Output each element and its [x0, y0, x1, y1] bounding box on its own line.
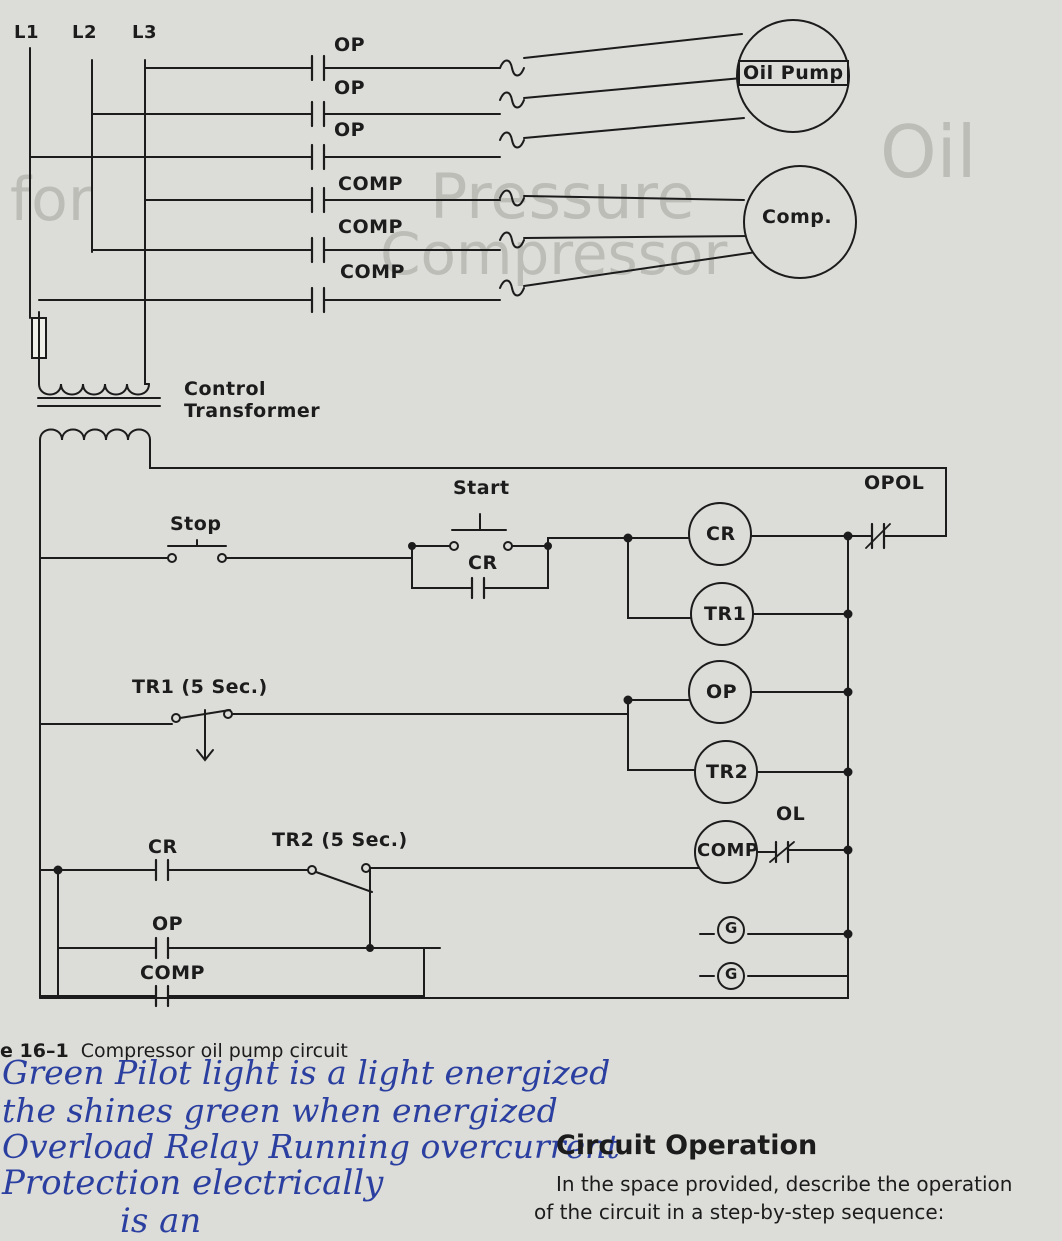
coil-label-tr2: TR2: [706, 761, 749, 783]
label-transformer-1: Control: [184, 378, 267, 400]
label-comp-2: COMP: [338, 216, 403, 238]
ghost-title: Compressor: [380, 220, 728, 288]
section-heading: Circuit Operation: [556, 1130, 818, 1161]
figure-caption: e 16–1 Compressor oil pump circuit: [0, 1040, 348, 1062]
coil-label-tr1: TR1: [704, 603, 747, 625]
label-comp-motor: Comp.: [762, 206, 833, 228]
transformer-secondary: [39, 428, 151, 441]
transformer-primary: [38, 383, 150, 396]
label-stop: Stop: [170, 513, 222, 535]
label-l2: L2: [72, 22, 97, 43]
pilot-light-2: [717, 962, 745, 990]
ghost-title: Oil: [880, 110, 977, 194]
pilot-label-2: G: [725, 965, 738, 983]
coil-label-op: OP: [706, 681, 738, 703]
label-tr1-timer: TR1 (5 Sec.): [132, 676, 268, 698]
pilot-label-1: G: [725, 919, 738, 937]
label-start: Start: [453, 477, 510, 499]
label-comp-3: COMP: [340, 261, 405, 283]
handwriting-line-1: Green Pilot light is a light energized: [2, 1053, 611, 1092]
label-opol: OPOL: [864, 472, 925, 494]
label-op-contact: OP: [152, 913, 184, 935]
handwriting-line-2: the shines green when energized: [2, 1091, 558, 1130]
handwriting-line-5: is an: [120, 1201, 202, 1241]
label-cr-contact: CR: [148, 836, 178, 858]
label-op-2: OP: [334, 77, 366, 99]
pilot-light-1: [717, 916, 745, 944]
label-transformer-2: Transformer: [184, 400, 321, 422]
label-op-1: OP: [334, 34, 366, 56]
ghost-title: for: [10, 165, 93, 235]
section-line-1: In the space provided, describe the oper…: [556, 1172, 1013, 1196]
label-tr2-timer: TR2 (5 Sec.): [272, 829, 408, 851]
label-comp-contact: COMP: [140, 962, 205, 984]
handwriting-line-4: Protection electrically: [2, 1163, 384, 1203]
ladder-diagram: [29, 19, 947, 1008]
section-line-2: of the circuit in a step-by-step sequenc…: [534, 1200, 945, 1224]
comp-motor: [743, 165, 857, 279]
coil-label-cr: CR: [706, 523, 736, 545]
label-comp-1: COMP: [338, 173, 403, 195]
label-cr-seal: CR: [468, 552, 498, 574]
figure-number: e 16–1: [0, 1040, 69, 1062]
handwriting-line-3: Overload Relay Running overcurrent: [2, 1127, 620, 1166]
figure-title: Compressor oil pump circuit: [80, 1040, 348, 1062]
label-l3: L3: [132, 22, 157, 43]
label-op-3: OP: [334, 119, 366, 141]
label-oil-pump: Oil Pump: [738, 60, 849, 86]
coil-label-comp: COMP: [697, 840, 759, 861]
label-l1: L1: [14, 22, 39, 43]
label-ol: OL: [776, 803, 806, 825]
coil-cr: [688, 502, 752, 566]
